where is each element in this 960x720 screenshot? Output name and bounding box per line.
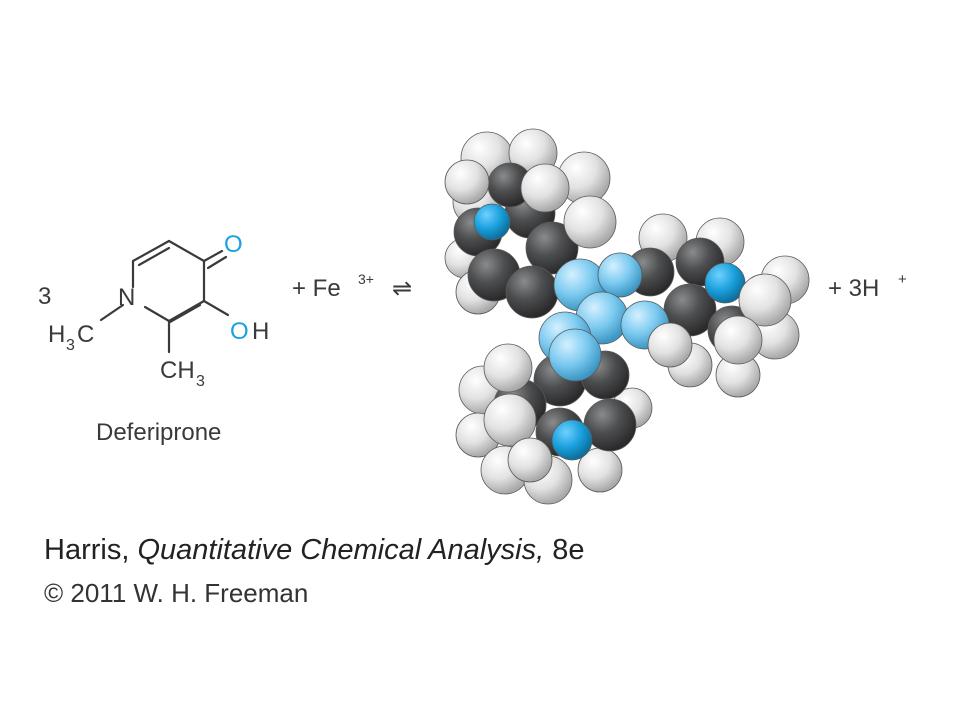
deferiprone-structure [99, 239, 230, 354]
hydrogen-atom [444, 159, 490, 205]
oxygen-atom [597, 252, 643, 298]
hydrogen-atom [483, 343, 533, 393]
plus-h-label: + 3H [828, 275, 879, 302]
c-methyl-subscript: 3 [196, 373, 205, 390]
nitrogen-label: N [118, 284, 135, 311]
equilibrium-arrow: ⇌ [392, 275, 412, 302]
h-charge: + [898, 271, 907, 288]
carbonyl-oxygen-label: O [224, 231, 243, 258]
molecule-name: Deferiprone [96, 419, 221, 446]
hydroxyl-oxygen-label: O [230, 318, 249, 345]
carbonyl-bond [206, 255, 228, 270]
ring-bond [167, 239, 206, 263]
hydrogen-atom [507, 437, 553, 483]
hydrogen-atom [738, 273, 792, 327]
c-methyl-label: CH [160, 357, 195, 384]
ring-double-bond [137, 246, 171, 267]
fe-charge: 3+ [358, 271, 374, 287]
carbonyl-bond [202, 249, 224, 263]
citation-edition: 8e [552, 534, 585, 566]
hydrogen-atom [647, 322, 693, 368]
hydrogen-atom [563, 195, 617, 249]
hydrogen-atom [483, 393, 537, 447]
n-methyl-bond [99, 303, 125, 322]
iron-complex-model [444, 128, 810, 505]
citation-title: Quantitative Chemical Analysis, [137, 534, 545, 566]
hydroxyl-bond [202, 299, 230, 317]
citation-author: Harris, [44, 534, 130, 566]
n-methyl-c-label: C [77, 321, 94, 348]
ring-bond [131, 239, 171, 263]
carbon-atom [525, 221, 579, 275]
plus-fe-label: + Fe [292, 275, 341, 302]
oxygen-atom [548, 328, 602, 382]
n-methyl-h-label: H [48, 321, 65, 348]
n-methyl-subscript: 3 [66, 337, 75, 354]
ring-bond [167, 299, 206, 323]
hydrogen-atom [520, 163, 570, 213]
nitrogen-atom [473, 203, 511, 241]
hydroxyl-hydrogen-label: H [252, 318, 269, 345]
ring-double-bond [168, 303, 202, 324]
hydrogen-atom [713, 315, 763, 365]
carbon-atom [505, 265, 559, 319]
ring-bond [143, 305, 171, 323]
citation-line: Harris, Quantitative Chemical Analysis, … [44, 534, 585, 567]
coefficient: 3 [38, 283, 51, 310]
nitrogen-atom [551, 419, 593, 461]
copyright-line: © 2011 W. H. Freeman [44, 578, 309, 608]
